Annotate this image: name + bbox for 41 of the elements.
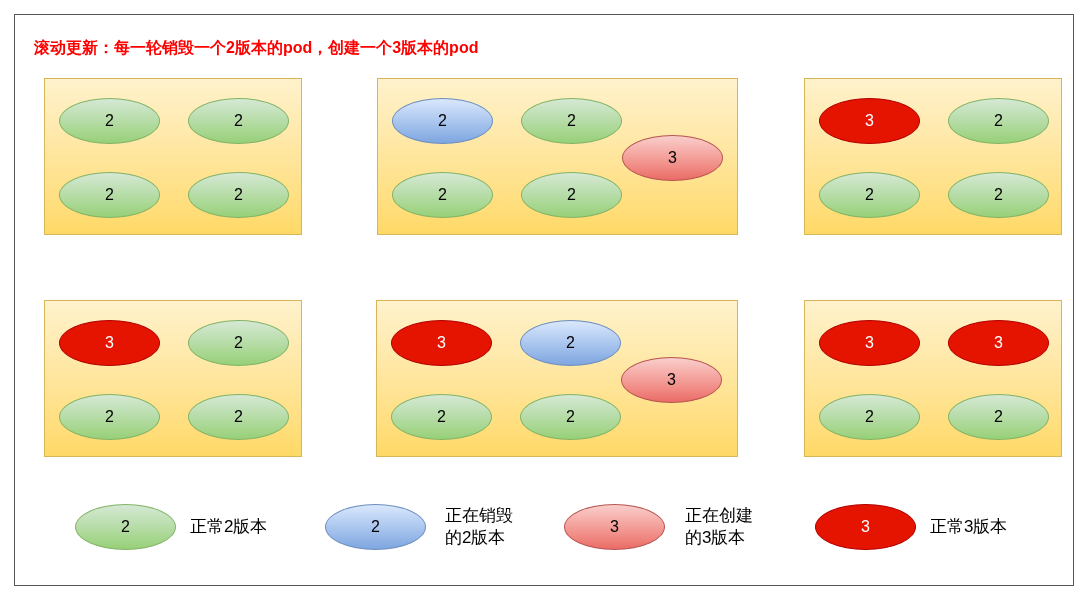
replica-set-box [804,300,1062,457]
pod-caption: 正常2版本 [190,516,269,538]
version-number: 2 [566,333,575,353]
version-number: 2 [105,407,114,427]
replica-set-box [376,300,738,457]
version-number: 2 [567,111,576,131]
version-number: 2 [994,407,1003,427]
version-number: 3 [610,517,619,537]
version-number: 2 [234,111,243,131]
version-number: 2 [105,185,114,205]
version-number: 3 [865,333,874,353]
replica-set-box [44,300,302,457]
version-number: 3 [994,333,1003,353]
version-number: 2 [567,185,576,205]
version-number: 3 [668,148,677,168]
version-number: 3 [105,333,114,353]
version-number: 3 [861,517,870,537]
version-number: 2 [994,185,1003,205]
version-number: 2 [234,333,243,353]
version-number: 2 [865,185,874,205]
pod-caption: 正在销毁的2版本 [445,505,514,549]
diagram-title: 滚动更新：每一轮销毁一个2版本的pod，创建一个3版本的pod [34,38,479,58]
replica-set-box [377,78,738,235]
version-number: 2 [437,407,446,427]
version-number: 2 [105,111,114,131]
version-number: 2 [438,111,447,131]
version-number: 3 [667,370,676,390]
version-number: 2 [371,517,380,537]
version-number: 3 [865,111,874,131]
version-number: 2 [865,407,874,427]
version-number: 2 [994,111,1003,131]
version-number: 2 [438,185,447,205]
version-number: 2 [234,407,243,427]
version-number: 2 [566,407,575,427]
replica-set-box [44,78,302,235]
pod-caption: 正在创建的3版本 [685,505,754,549]
version-number: 2 [121,517,130,537]
replica-set-box [804,78,1062,235]
pod-caption: 正常3版本 [930,516,1009,538]
version-number: 2 [234,185,243,205]
version-number: 3 [437,333,446,353]
